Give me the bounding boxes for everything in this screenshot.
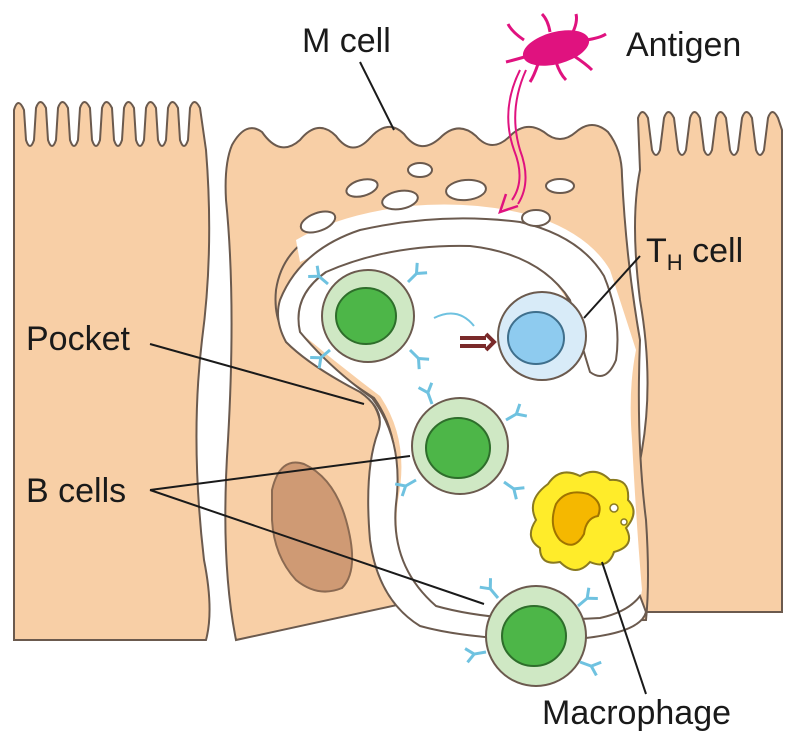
pocket-label: Pocket xyxy=(26,320,130,358)
vesicle xyxy=(546,179,574,193)
th-cell-label-main: T xyxy=(646,232,667,270)
antigen-icon xyxy=(506,14,606,82)
b-cells-label: B cells xyxy=(26,472,126,510)
macrophage-label: Macrophage xyxy=(542,694,731,732)
antigen-label: Antigen xyxy=(626,26,741,64)
th-cell-label: TH cell xyxy=(646,232,743,275)
right-epithelial-cell xyxy=(634,112,782,612)
left-epithelial-cell xyxy=(14,102,210,640)
th-cell-label-sub: H xyxy=(667,250,683,275)
vesicle xyxy=(522,210,550,226)
m-cell-label: M cell xyxy=(302,22,391,60)
vesicle xyxy=(408,163,432,177)
th-cell-label-rest: cell xyxy=(683,232,743,270)
th-cell xyxy=(498,292,586,380)
